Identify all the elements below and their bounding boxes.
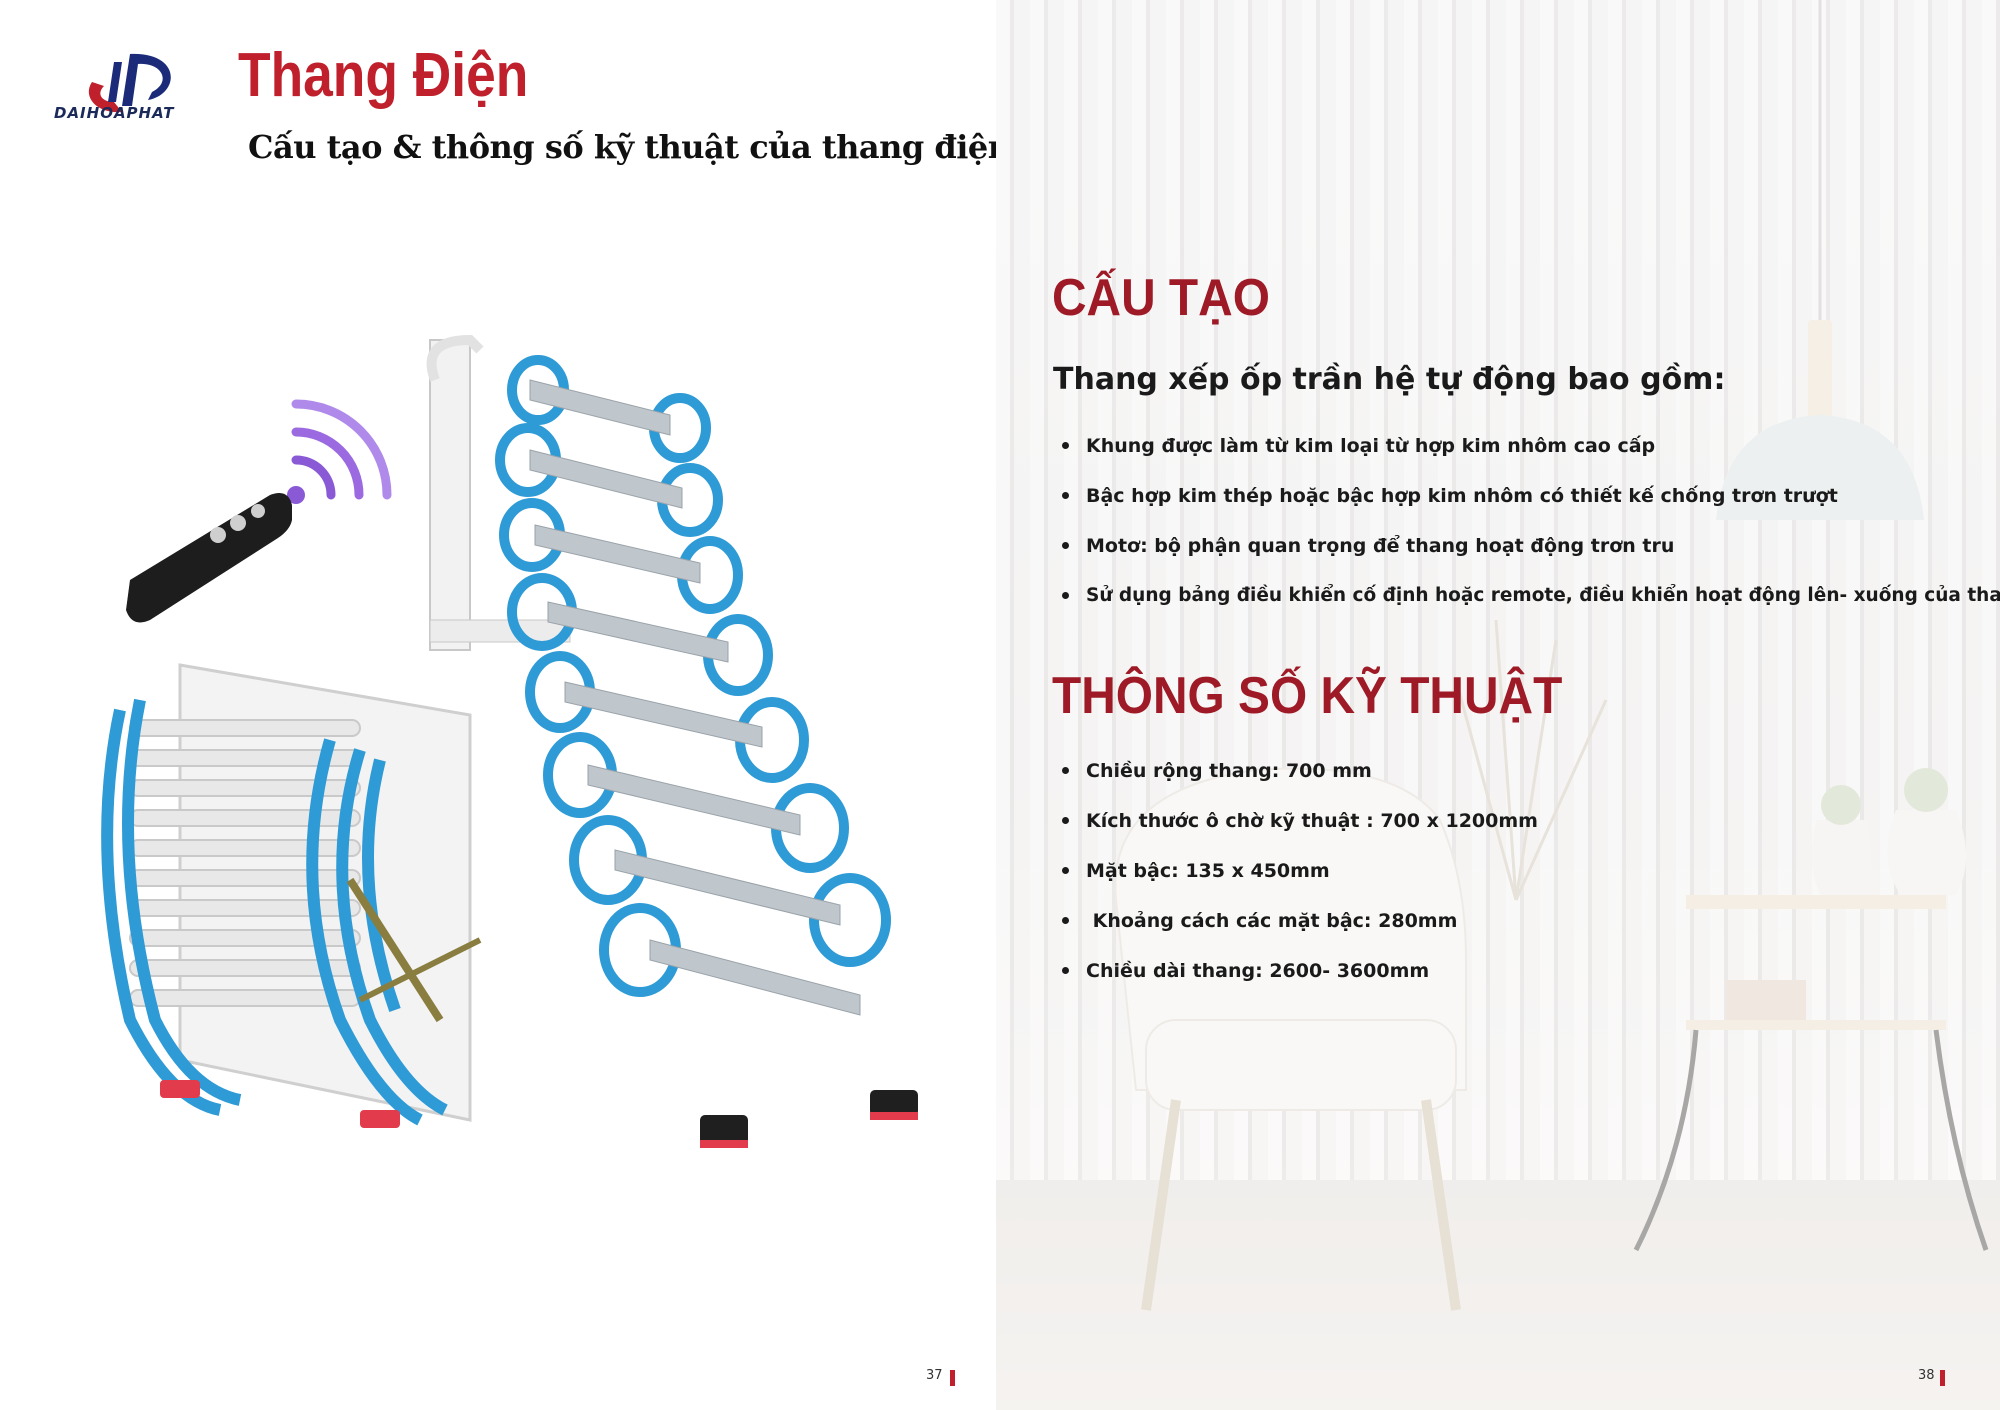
list-item: Motơ: bộ phận quan trọng để thang hoạt đ… <box>1058 533 2000 583</box>
list-item: Khung được làm từ kim loại từ hợp kim nh… <box>1058 433 2000 483</box>
page-marker-right <box>1940 1370 1945 1386</box>
bullet-icon <box>1062 867 1069 874</box>
bullet-icon <box>1062 542 1069 549</box>
specs-list: Chiều rộng thang: 700 mm Kích thước ô ch… <box>1058 758 1538 1008</box>
list-item: Chiều dài thang: 2600- 3600mm <box>1058 958 1538 1008</box>
side-table-icon <box>1633 768 1989 1252</box>
bullet-icon <box>1062 917 1069 924</box>
bullet-icon <box>1062 492 1069 499</box>
extended-ladder <box>495 355 918 1148</box>
product-illustration <box>101 334 918 1148</box>
list-item: Khoảng cách các mặt bậc: 280mm <box>1058 908 1538 958</box>
structure-lead: Thang xếp ốp trần hệ tự động bao gồm: <box>1053 362 1726 397</box>
list-item-text: Motơ: bộ phận quan trọng để thang hoạt đ… <box>1086 535 1675 557</box>
bullet-icon <box>1062 967 1069 974</box>
list-item: Bậc hợp kim thép hoặc bậc hợp kim nhôm c… <box>1058 483 2000 533</box>
ladder-mount-frame <box>426 334 571 651</box>
list-item-text: Khoảng cách các mặt bậc: 280mm <box>1086 910 1458 932</box>
page-subtitle: Cấu tạo & thông số kỹ thuật của thang đi… <box>248 128 1011 166</box>
brand-logo-icon <box>88 53 171 113</box>
list-item: Kích thước ô chờ kỹ thuật : 700 x 1200mm <box>1058 808 1538 858</box>
page-title: Thang Điện <box>238 41 529 110</box>
remote-control-icon <box>126 492 292 623</box>
page-number-right: 38 <box>1918 1368 1935 1383</box>
left-page: DAIHOAPHAT Thang Điện Cấu tạo & thông số… <box>0 0 1011 1410</box>
list-item: Sử dụng bảng điều khiển cố định hoặc rem… <box>1058 583 2000 633</box>
right-page: 38 <box>996 0 2000 1410</box>
room-photo-background <box>996 0 2000 1410</box>
bullet-icon <box>1062 592 1069 599</box>
specs-heading: THÔNG SỐ KỸ THUẬT <box>1052 667 1563 725</box>
list-item-text: Chiều rộng thang: 700 mm <box>1086 760 1372 782</box>
folded-ladder <box>101 663 482 1128</box>
list-item-text: Mặt bậc: 135 x 450mm <box>1086 860 1330 882</box>
list-item: Chiều rộng thang: 700 mm <box>1058 758 1538 808</box>
list-item-text: Khung được làm từ kim loại từ hợp kim nh… <box>1086 435 1656 457</box>
list-item-text: Bậc hợp kim thép hoặc bậc hợp kim nhôm c… <box>1086 485 1838 507</box>
structure-heading: CẤU TẠO <box>1052 269 1270 327</box>
dried-plant-icon <box>1454 619 1608 901</box>
wifi-signal-icon <box>287 399 392 504</box>
page-number-left: 37 <box>926 1368 943 1383</box>
structure-list: Khung được làm từ kim loại từ hợp kim nh… <box>1058 433 2000 633</box>
armchair-icon <box>1114 767 1467 1311</box>
list-item: Mặt bậc: 135 x 450mm <box>1058 858 1538 908</box>
list-item-text: Sử dụng bảng điều khiển cố định hoặc rem… <box>1086 585 2000 606</box>
bullet-icon <box>1062 767 1069 774</box>
brand-logo-text: DAIHOAPHAT <box>54 104 175 122</box>
pendant-lamp-icon <box>1716 0 1924 520</box>
bullet-icon <box>1062 817 1069 824</box>
list-item-text: Chiều dài thang: 2600- 3600mm <box>1086 960 1430 982</box>
list-item-text: Kích thước ô chờ kỹ thuật : 700 x 1200mm <box>1086 810 1538 832</box>
page-marker-left <box>950 1370 955 1386</box>
bullet-icon <box>1062 442 1069 449</box>
